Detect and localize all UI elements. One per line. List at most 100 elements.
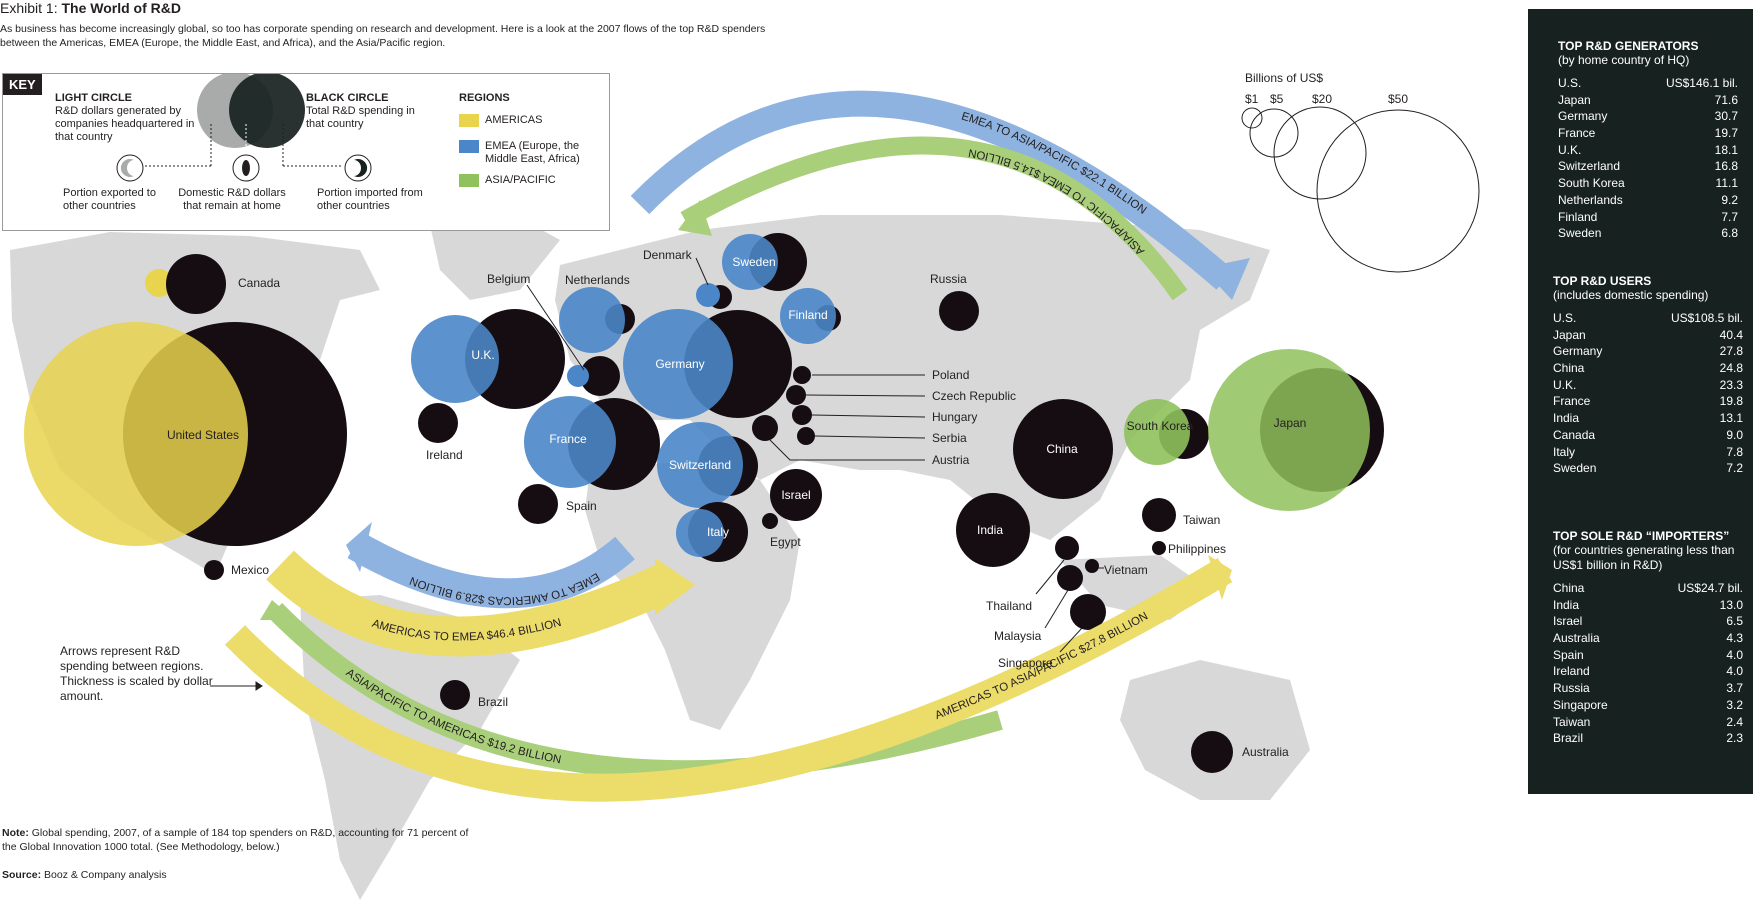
circle-spain [518,484,558,524]
label-netherlands: Netherlands [565,273,630,287]
circle-canada-generated [145,269,173,297]
panel-generators-subtitle: (by home country of HQ) [1558,53,1690,67]
ranking-value: 4.3 [1726,631,1743,646]
key-exported-icon [116,154,144,182]
ranking-value: 6.8 [1721,226,1738,241]
panel-importers-subtitle: (for countries generating less than US$1… [1553,543,1735,572]
circle-philippines [1152,541,1166,555]
panel-users-subtitle: (includes domestic spending) [1553,288,1709,302]
key-light-circle-title: LIGHT CIRCLE [55,92,132,104]
ranking-value: 71.6 [1714,92,1738,107]
ranking-country: China [1553,581,1585,595]
ranking-country: Germany [1553,344,1603,359]
label-ireland: Ireland [426,448,463,462]
ranking-value: 13.1 [1719,411,1743,426]
panel-importers: TOP SOLE R&D “IMPORTERS” (for countries … [1553,529,1743,747]
label-hungary: Hungary [932,410,977,424]
ranking-country: Canada [1553,427,1596,442]
label-russia: Russia [930,272,967,286]
panel-generators-title: TOP R&D GENERATORS [1558,39,1699,53]
ranking-country: Singapore [1553,697,1608,712]
ranking-row: Japan 40.4 [1553,327,1743,344]
key-region-emea: EMEA (Europe, the Middle East, Africa) [485,140,580,165]
label-brazil: Brazil [478,695,508,709]
key-portion-imported: Portion imported from other countries [317,187,423,212]
ranking-country: Germany [1558,109,1608,124]
scale-title: Billions of US$ [1245,71,1323,85]
ranking-value: 6.5 [1726,614,1743,629]
arrow-emea-to-americas-head [346,522,372,572]
label-malaysia: Malaysia [994,629,1042,643]
key-black-circle-text: BLACK CIRCLE Total R&D spending in that … [306,92,436,131]
ranking-row: U.K. 18.1 [1558,142,1738,159]
circle-poland [793,366,811,384]
circle-japan-generated [1208,349,1370,511]
label-sweden: Sweden [732,255,775,269]
circle-ireland [418,403,458,443]
ranking-country: U.S. [1558,76,1582,90]
circle-malaysia [1057,565,1083,591]
ranking-country: Finland [1558,209,1598,224]
key-diagram [116,74,372,182]
label-germany: Germany [655,357,704,371]
ranking-country: Israel [1553,614,1583,629]
label-poland: Poland [932,368,969,382]
ranking-value: US$24.7 bil. [1677,581,1743,595]
ranking-country: Ireland [1553,664,1590,679]
ranking-value: 2.3 [1726,731,1743,746]
circle-belgium-spending [580,356,620,396]
label-switzerland: Switzerland [669,458,731,472]
key-domestic: Domestic R&D dollars that remain at home [178,187,286,212]
label-denmark: Denmark [643,248,693,262]
key-swatch-emea [459,140,479,153]
flow-arrows-back [630,90,1250,301]
ranking-value: US$146.1 bil. [1665,76,1738,90]
ranking-row: Israel 6.5 [1553,613,1743,630]
ranking-value: 40.4 [1719,327,1743,342]
label-france: France [549,432,587,446]
key-light-circle-desc: R&D dollars generated by companies headq… [55,105,195,143]
ranking-country: India [1553,411,1580,426]
ranking-row: China US$24.7 bil. [1553,580,1743,597]
leader-czech [805,394,926,397]
circle-mexico [204,560,224,580]
panel-importers-title: TOP SOLE R&D “IMPORTERS” [1553,529,1730,543]
ranking-value: 18.1 [1714,142,1738,157]
chart-title: The World of R&D [61,0,181,16]
circle-india [956,493,1030,567]
circle-sweden-generated [722,234,778,290]
country-circles [24,233,1384,773]
label-india: India [977,523,1003,537]
label-taiwan: Taiwan [1183,513,1220,527]
leader-austria [769,439,925,461]
ranking-country: U.K. [1558,142,1582,157]
ranking-country: France [1558,126,1596,141]
circle-germany-generated [623,309,733,419]
ranking-country: Japan [1553,327,1586,342]
ranking-country: Sweden [1553,461,1597,476]
key-swatch-americas [459,114,479,127]
panel-users-title: TOP R&D USERS [1553,274,1652,288]
circle-belgium-generated [567,365,589,387]
source-text: Booz & Company analysis [44,869,167,881]
ranking-country: China [1553,361,1585,376]
ranking-row: Canada 9.0 [1553,427,1743,444]
circle-russia [939,291,979,331]
flow-arrows-front [224,522,1233,802]
circle-canada-spending [166,254,226,314]
arrow-americas-to-emea [266,550,679,657]
ranking-value: 9.0 [1726,427,1743,442]
circle-thailand [1055,536,1079,560]
